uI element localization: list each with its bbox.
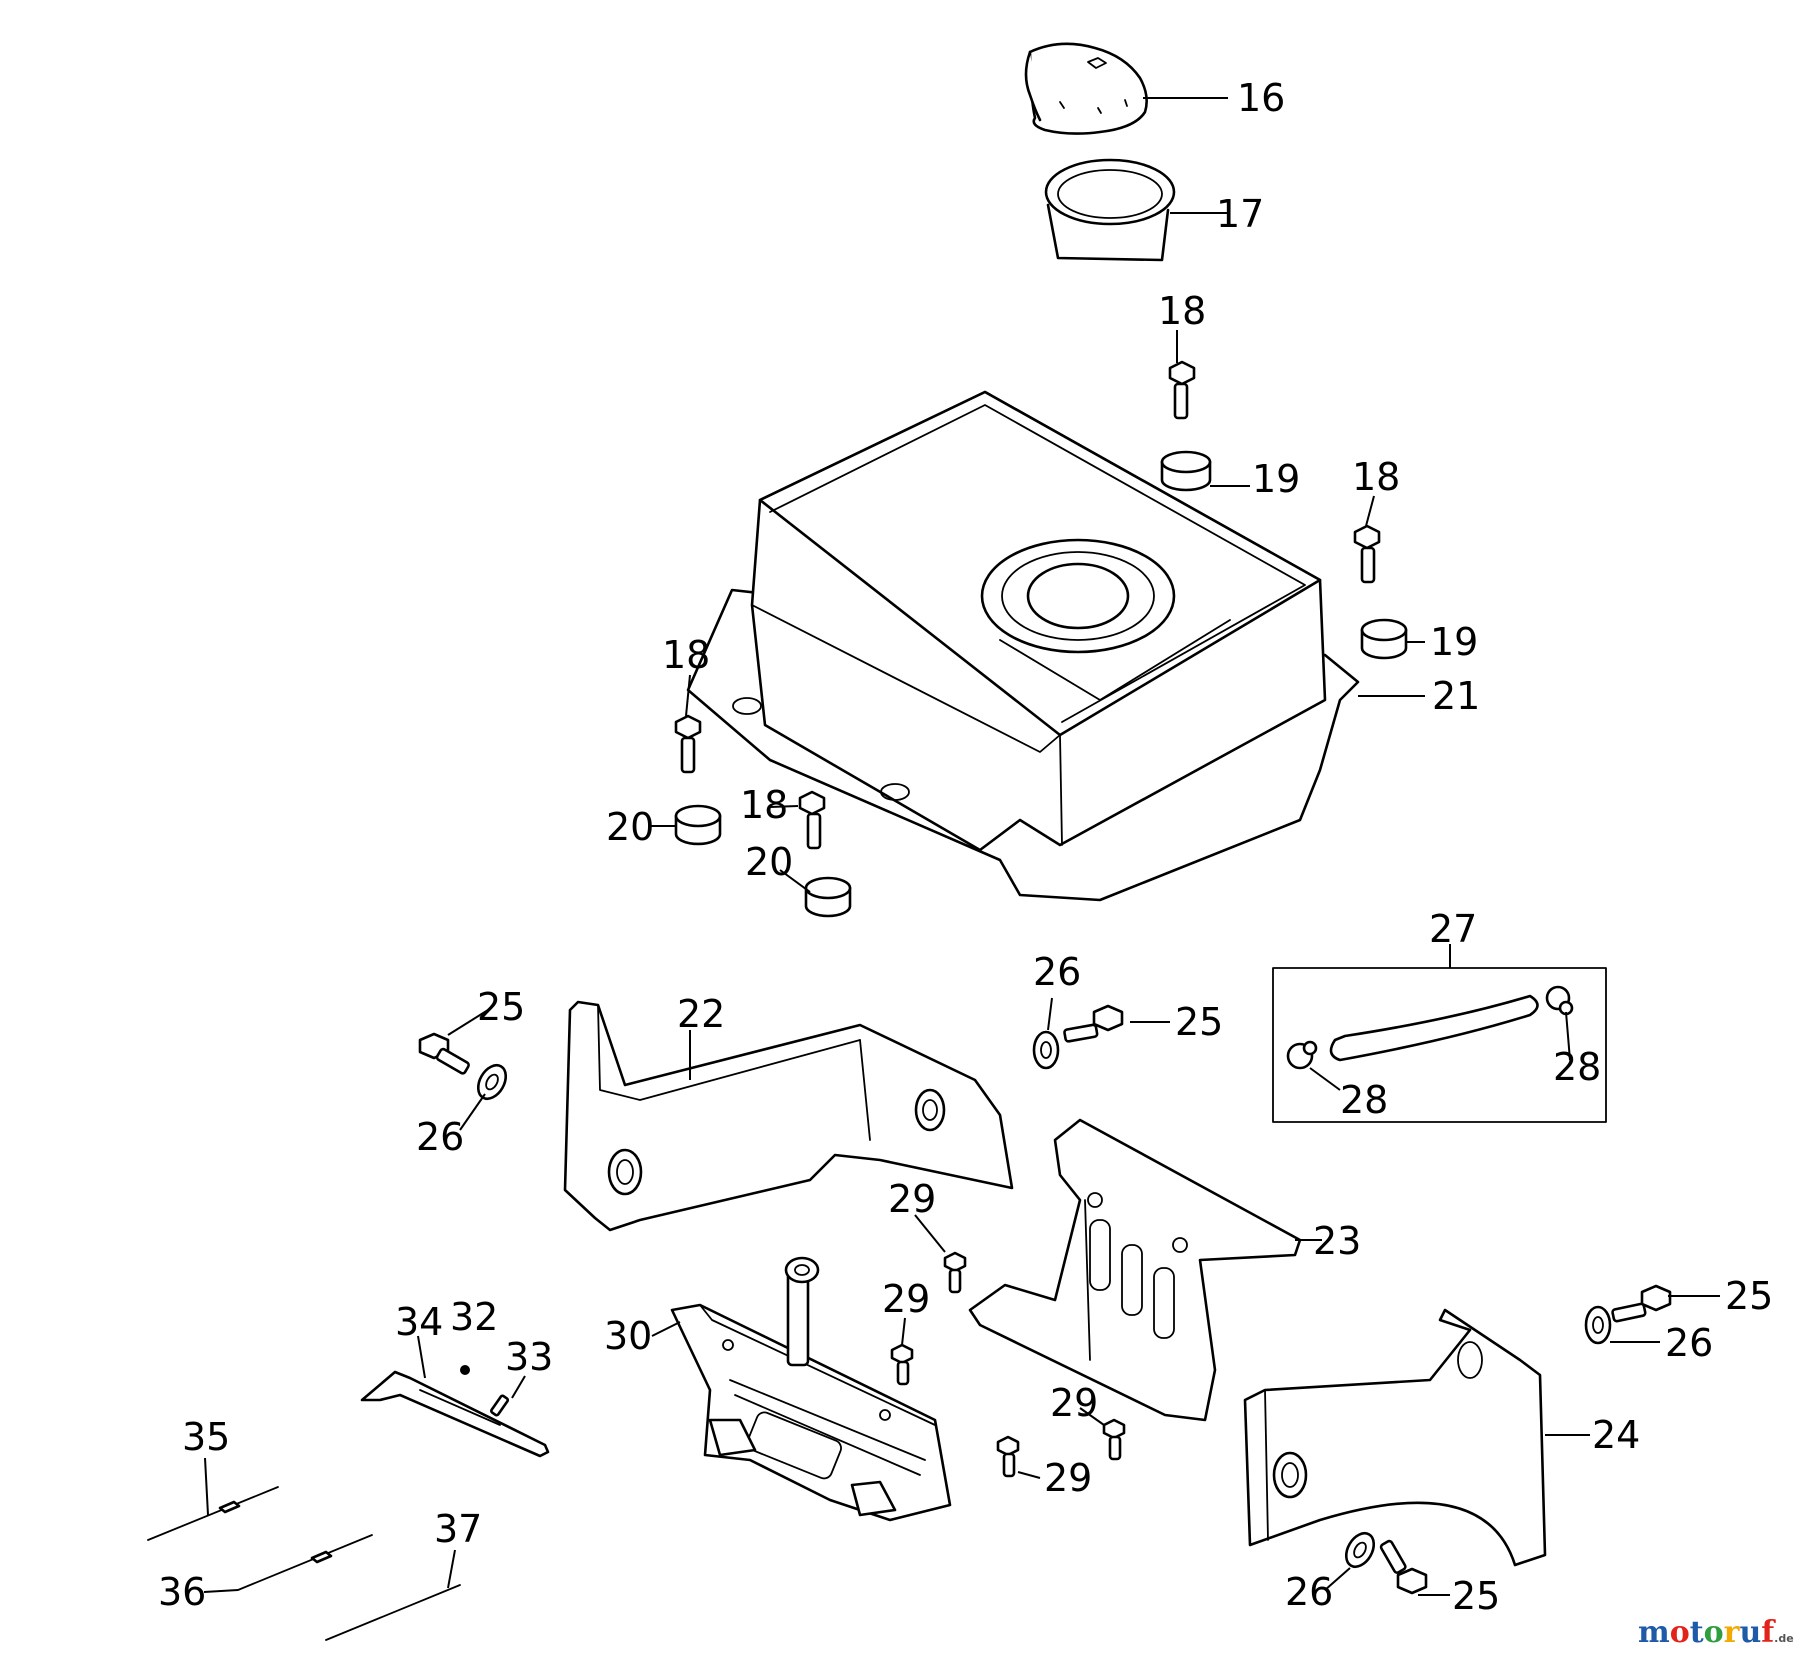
callout-29: 29: [882, 1277, 930, 1321]
center-tank-bracket-part: [968, 1118, 1302, 1422]
callout-25: 25: [477, 985, 525, 1029]
fuel-line-kit-box: [1272, 967, 1607, 1123]
fuel-strainer-part: [1044, 158, 1176, 262]
bracket-screw-part: [890, 1251, 1126, 1478]
lever-pin-part: [490, 1394, 510, 1417]
callout-19: 19: [1430, 620, 1478, 664]
right-tank-bracket-part: [1243, 1308, 1547, 1567]
bracket-washer-part: [476, 1030, 1612, 1569]
callout-26: 26: [416, 1115, 464, 1159]
callout-36: 36: [158, 1570, 206, 1614]
detent-ball-part: [460, 1365, 470, 1375]
fuel-valve-lever-part: [360, 1370, 550, 1458]
callout-25: 25: [1452, 1574, 1500, 1618]
bracket-bolt-part: [418, 1004, 1672, 1595]
callout-29: 29: [1050, 1381, 1098, 1425]
callout-26: 26: [1033, 950, 1081, 994]
callout-18: 18: [740, 783, 788, 827]
fuel-cap-part: [1024, 42, 1148, 135]
tank-bolt-part: [674, 360, 1381, 850]
throttle-rod-part: [237, 1534, 373, 1591]
callout-16: 16: [1237, 76, 1285, 120]
callout-24: 24: [1592, 1413, 1640, 1457]
callout-22: 22: [677, 992, 725, 1036]
callout-26: 26: [1665, 1321, 1713, 1365]
callout-20: 20: [606, 805, 654, 849]
callout-17: 17: [1216, 192, 1264, 236]
fuel-tank-part: [686, 390, 1360, 902]
callout-29: 29: [1044, 1456, 1092, 1500]
callout-37: 37: [434, 1507, 482, 1551]
callout-33: 33: [505, 1335, 553, 1379]
callout-29: 29: [888, 1177, 936, 1221]
callout-19: 19: [1252, 457, 1300, 501]
fuel-line-part: [1329, 994, 1539, 1062]
callout-27: 27: [1429, 907, 1477, 951]
logo-wordmark: motoruf.de: [1638, 1615, 1794, 1650]
callout-35: 35: [182, 1415, 230, 1459]
callout-28: 28: [1340, 1078, 1388, 1122]
callout-18: 18: [1158, 289, 1206, 333]
callout-34: 34: [395, 1300, 443, 1344]
callout-21: 21: [1432, 674, 1480, 718]
choke-rod-part: [147, 1486, 279, 1541]
motoruf-logo: motoruf.de: [1638, 1615, 1794, 1650]
link-rod-part: [325, 1584, 461, 1641]
callout-25: 25: [1175, 1000, 1223, 1044]
left-tank-bracket-part: [563, 1000, 1014, 1232]
callout-18: 18: [662, 633, 710, 677]
callout-18: 18: [1352, 455, 1400, 499]
callout-25: 25: [1725, 1274, 1773, 1318]
hose-clamp-part: [1286, 985, 1574, 1070]
callout-30: 30: [604, 1314, 652, 1358]
callout-23: 23: [1313, 1219, 1361, 1263]
callout-32: 32: [450, 1295, 498, 1339]
callout-28: 28: [1553, 1045, 1601, 1089]
callout-26: 26: [1285, 1570, 1333, 1614]
tank-grommet-part: [674, 450, 1408, 918]
fuel-valve-bracket-part: [670, 1256, 952, 1522]
callout-20: 20: [745, 840, 793, 884]
